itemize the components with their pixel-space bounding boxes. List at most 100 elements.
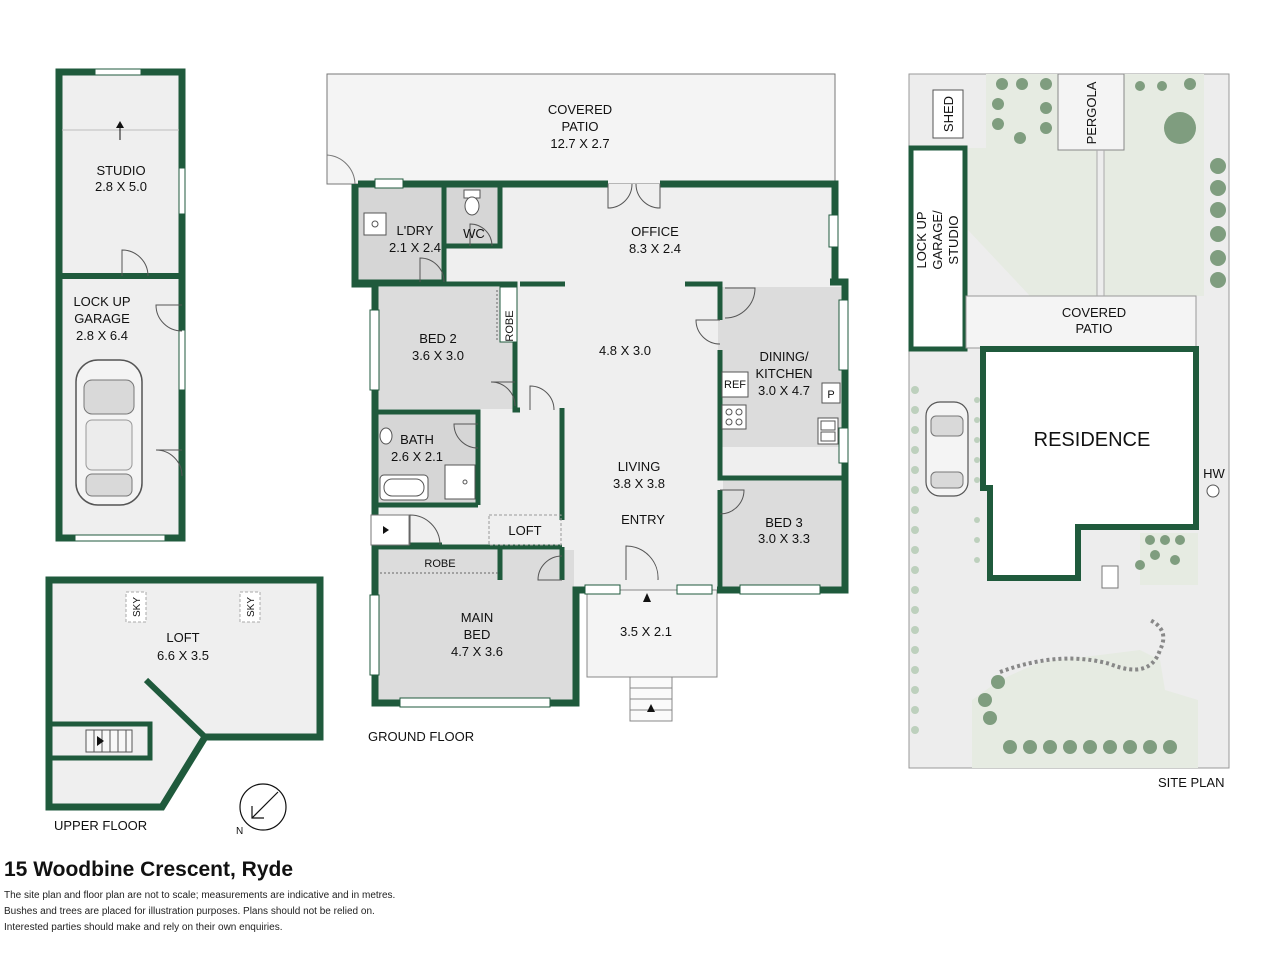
upper-floor-label: UPPER FLOOR	[54, 818, 147, 833]
skylight-2	[239, 591, 261, 623]
patio-name: COVERED	[548, 102, 612, 117]
toilet-icon	[463, 189, 481, 216]
studio-name: STUDIO	[96, 163, 145, 178]
main-bed-fill	[378, 550, 574, 700]
site-trees	[978, 78, 1226, 754]
office-size: 8.3 X 2.4	[629, 241, 681, 256]
bed2-size: 3.6 X 3.0	[412, 348, 464, 363]
site-car-icon	[925, 401, 969, 497]
hot-water-icon	[1206, 484, 1220, 498]
loft-upper-floor: SKY SKY LOFT 6.6 X 3.5	[45, 576, 324, 811]
main-bed-name-line2: BED	[464, 627, 491, 642]
loft-angled-wall	[143, 677, 208, 740]
main-bed-name: MAIN	[461, 610, 494, 625]
pergola-label: PERGOLA	[1084, 81, 1099, 144]
site-plan-label: SITE PLAN	[1158, 775, 1224, 790]
ground-windows	[369, 178, 849, 708]
disclaimer-line-3: Interested parties should make and rely …	[4, 922, 283, 933]
porch-steps	[629, 676, 673, 722]
hall-size: 4.8 X 3.0	[599, 343, 651, 358]
living-size: 3.8 X 3.8	[613, 476, 665, 491]
site-plan: PERGOLA SHED LOCK UP GARAGE/ STUDIO COVE…	[908, 73, 1230, 769]
garage-size: 2.8 X 6.4	[76, 328, 128, 343]
studio-window	[94, 68, 142, 76]
laundry-tub-icon	[363, 212, 387, 236]
robe-shelves	[380, 290, 498, 574]
fridge-label: REF	[724, 379, 746, 391]
loft-size: 6.6 X 3.5	[157, 648, 209, 663]
bed2-robe-label: ROBE	[504, 310, 516, 341]
garage-side-door-swing	[155, 304, 183, 332]
disclaimer-line-1: The site plan and floor plan are not to …	[4, 890, 396, 901]
garage-door	[74, 534, 166, 542]
site-garage-line1: LOCK UP	[914, 211, 929, 268]
porch-size: 3.5 X 2.1	[620, 624, 672, 639]
pantry-label: P	[827, 389, 834, 401]
hot-water-label: HW	[1203, 466, 1225, 481]
pergola	[1057, 73, 1125, 151]
loft-outline	[45, 576, 324, 811]
skylight-1-label: SKY	[132, 597, 143, 617]
residence-label: RESIDENCE	[1034, 429, 1151, 451]
loft-stairs	[85, 729, 133, 753]
studio-arrow-head-icon	[116, 121, 124, 128]
skylight-2-label: SKY	[246, 597, 257, 617]
bath-fixtures-icon	[379, 427, 476, 501]
site-garage-line2: GARAGE/	[930, 210, 945, 270]
shed	[932, 89, 964, 139]
garage-name-line2: GARAGE	[74, 311, 130, 326]
ground-floor-label: GROUND FLOOR	[368, 729, 474, 744]
garage-window	[178, 329, 186, 391]
svg-text:N: N	[236, 826, 243, 837]
site-patio-line2: PATIO	[1075, 321, 1112, 336]
garage-name-line1: LOCK UP	[73, 294, 130, 309]
bed3-size: 3.0 X 3.3	[758, 531, 810, 546]
cupboard-arrow-icon	[383, 526, 389, 534]
property-address: 15 Woodbine Crescent, Ryde	[4, 858, 294, 881]
entry-cupboard	[370, 514, 410, 546]
residence-outline	[980, 346, 1199, 581]
skylight-1	[125, 591, 147, 623]
bed2-fill	[378, 287, 516, 409]
bed2-robe-box	[499, 286, 518, 343]
living-name: LIVING	[618, 459, 661, 474]
patio-gate-swing	[326, 154, 356, 185]
loft-stair-wall	[52, 721, 153, 761]
patio-size: 12.7 X 2.7	[550, 136, 609, 151]
entry-arrow-icon	[643, 593, 651, 602]
garage-rear-door-swing	[155, 449, 183, 477]
footer: 15 Woodbine Crescent, Ryde The site plan…	[4, 858, 704, 936]
step-arrow-icon	[647, 704, 655, 712]
main-bed-size: 4.7 X 3.6	[451, 644, 503, 659]
lawn-mid-left	[968, 148, 1097, 296]
ground-door-swings	[409, 183, 756, 581]
disclaimer-line-2: Bushes and trees are placed for illustra…	[4, 906, 375, 917]
site-steps	[1101, 565, 1119, 589]
ground-interior-walls	[358, 184, 845, 590]
loft-name: LOFT	[166, 630, 199, 645]
entry-label: ENTRY	[621, 512, 665, 527]
site-patio-line1: COVERED	[1062, 305, 1126, 320]
studio-size: 2.8 X 5.0	[95, 179, 147, 194]
site-garage-studio	[908, 145, 968, 352]
bed2-name: BED 2	[419, 331, 457, 346]
bath-name: BATH	[400, 432, 434, 447]
laundry-size: 2.1 X 2.4	[389, 240, 441, 255]
studio-door-swing	[121, 249, 149, 277]
garden-path	[999, 618, 1166, 674]
site-garage-line3: STUDIO	[946, 215, 961, 264]
lawn-bottom	[972, 533, 1198, 768]
stair-arrow-icon	[97, 736, 104, 746]
bed3-name: BED 3	[765, 515, 803, 530]
office-name: OFFICE	[631, 224, 679, 239]
laundry-name: L'DRY	[397, 223, 434, 238]
wc-label: WC	[463, 226, 485, 241]
compass-icon: N	[236, 783, 287, 837]
loft-hatch-label: LOFT	[508, 523, 541, 538]
kitchen-appliances-icon	[721, 371, 841, 445]
bath-size: 2.6 X 2.1	[391, 449, 443, 464]
studio-side-window	[178, 167, 186, 215]
patio-name-line2: PATIO	[561, 119, 598, 134]
studio-garage-building: STUDIO 2.8 X 5.0 LOCK UP GARAGE 2.8 X 6.…	[55, 68, 186, 542]
